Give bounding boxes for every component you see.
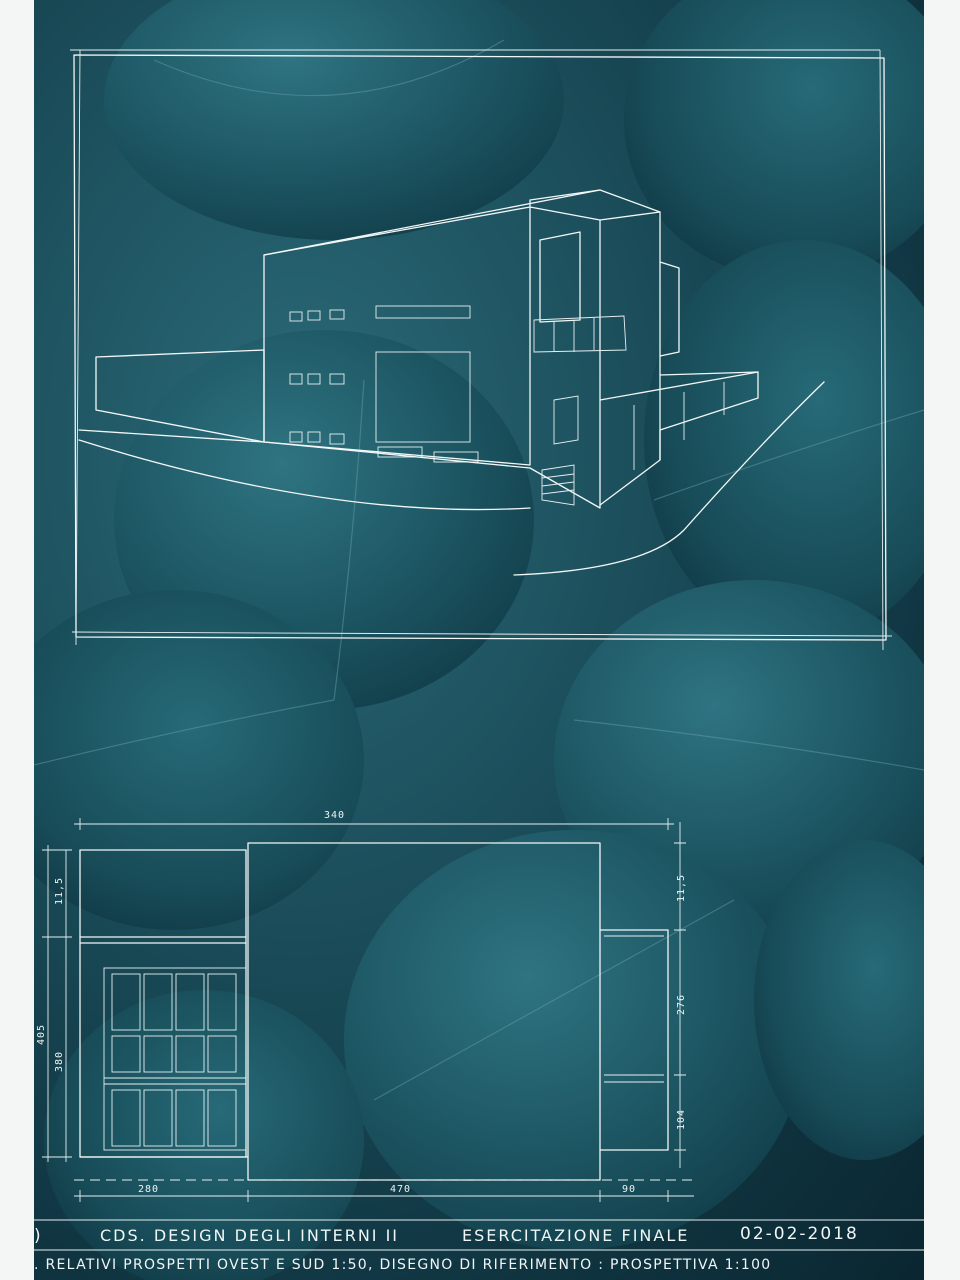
perspective-frame (70, 49, 893, 651)
dim-bottom-mid: 470 (390, 1184, 412, 1195)
title-exercise: ESERCITAZIONE FINALE (462, 1226, 690, 1245)
dim-right-bottom: 104 (676, 1108, 687, 1130)
dim-right-mid: 276 (676, 993, 687, 1015)
dim-right-top: 11,5 (676, 873, 687, 902)
dim-bottom-left: 280 (138, 1184, 160, 1195)
title-course: CDS. DESIGN DEGLI INTERNI II (100, 1226, 400, 1245)
architectural-drawing (34, 49, 924, 1251)
drawing-sheet: 340 11,5 276 104 11,5 405 380 280 470 90… (34, 0, 924, 1280)
title-block-lines (34, 1219, 924, 1251)
dim-left-top: 11,5 (54, 876, 65, 905)
dim-left-total: 405 (36, 1023, 47, 1045)
dim-left-mid: 380 (54, 1050, 65, 1072)
perspective-building (78, 189, 825, 576)
elevation (42, 818, 694, 1202)
title-edge-mark: ) (34, 1226, 43, 1246)
title-subtitle: . RELATIVI PROSPETTI OVEST E SUD 1:50, D… (34, 1257, 772, 1273)
dim-bottom-right: 90 (622, 1184, 637, 1195)
title-date: 02-02-2018 (740, 1224, 859, 1244)
dim-top-overall: 340 (324, 810, 346, 821)
leaf-background (34, 0, 924, 1280)
